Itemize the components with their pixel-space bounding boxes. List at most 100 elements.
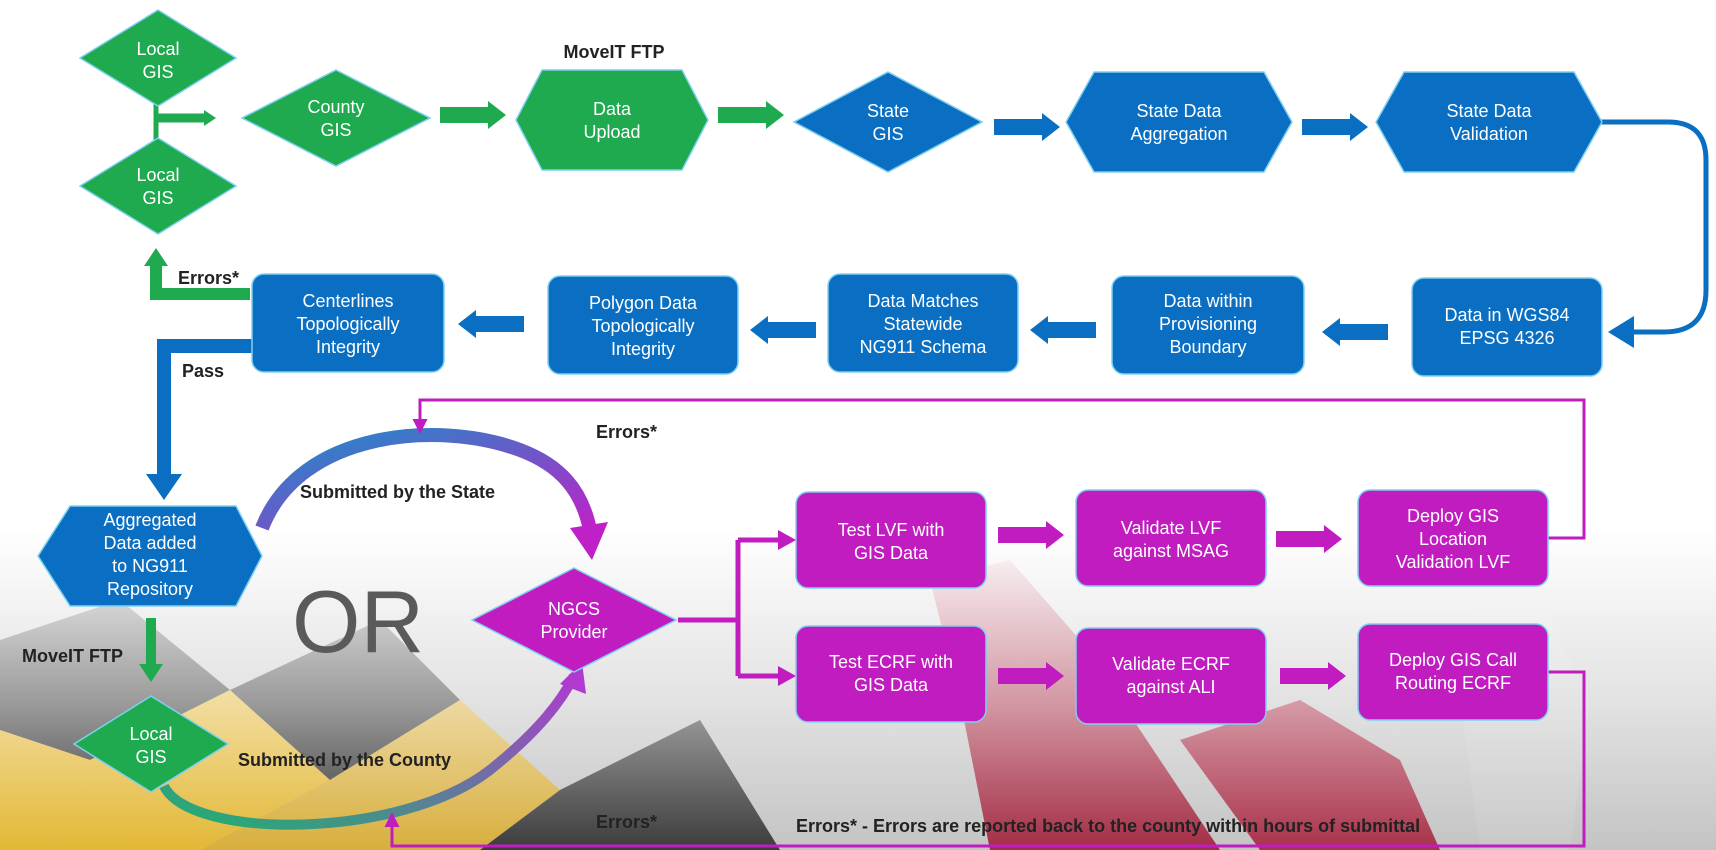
node-line: GIS xyxy=(320,120,351,140)
node-line: GIS xyxy=(142,62,173,82)
labels: MoveIT FTP Errors* Pass Errors* Submitte… xyxy=(22,42,1420,836)
node-line: Centerlines xyxy=(302,291,393,311)
errors-mid-label: Errors* xyxy=(596,422,657,442)
errors-loop-lvf xyxy=(412,398,1586,540)
node-line: Local xyxy=(136,39,179,59)
arrow-state-to-aggregation xyxy=(994,113,1060,141)
node-line: NGCS xyxy=(548,599,600,619)
submitted-by-state-label: Submitted by the State xyxy=(300,482,495,502)
node-line: Aggregated xyxy=(103,510,196,530)
node-line: against ALI xyxy=(1126,677,1215,697)
arrow-test-lvf-to-validate xyxy=(998,521,1064,549)
arrow-polygon-to-centerlines xyxy=(458,310,524,338)
node-line: Statewide xyxy=(883,314,962,334)
node-validate-lvf: Validate LVF against MSAG xyxy=(1075,489,1267,587)
node-line: County xyxy=(307,97,364,117)
node-line: against MSAG xyxy=(1113,541,1229,561)
node-line: Polygon Data xyxy=(589,293,698,313)
node-line: Deploy GIS xyxy=(1407,506,1499,526)
node-line: Data in WGS84 xyxy=(1444,305,1569,325)
node-line: Data Matches xyxy=(867,291,978,311)
footnote-label: Errors* - Errors are reported back to th… xyxy=(796,816,1420,836)
node-ngcs-provider: NGCS Provider xyxy=(470,567,678,673)
node-line: Data within xyxy=(1163,291,1252,311)
arrow-validate-lvf-to-deploy xyxy=(1276,525,1342,553)
node-line: State xyxy=(867,101,909,121)
or-label: OR xyxy=(292,572,424,671)
arrow-validate-ecrf-to-deploy xyxy=(1280,662,1346,690)
node-line: GIS xyxy=(142,188,173,208)
node-line: Routing ECRF xyxy=(1395,673,1511,693)
node-line: State Data xyxy=(1446,101,1532,121)
node-line: GIS xyxy=(872,124,903,144)
node-line: Location xyxy=(1419,529,1487,549)
node-line: Integrity xyxy=(316,337,380,357)
node-line: GIS xyxy=(135,747,166,767)
node-line: Provisioning xyxy=(1159,314,1257,334)
node-line: Topologically xyxy=(296,314,399,334)
node-line: Local xyxy=(129,724,172,744)
arrow-test-ecrf-to-validate xyxy=(998,662,1064,690)
node-line: Aggregation xyxy=(1130,124,1227,144)
node-line: Validate LVF xyxy=(1121,518,1221,538)
moveit-ftp-top-label: MoveIT FTP xyxy=(563,42,664,62)
node-line: Provider xyxy=(540,622,607,642)
node-line: Test LVF with xyxy=(838,520,945,540)
arrow-pass-to-aggregated xyxy=(157,339,252,476)
arrow-upload-to-state xyxy=(718,101,784,129)
arrow-errors-to-local-gis xyxy=(150,262,250,300)
node-line: GIS Data xyxy=(854,543,929,563)
connectors xyxy=(139,98,1709,848)
node-line: Boundary xyxy=(1169,337,1246,357)
node-line: Data xyxy=(593,99,632,119)
moveit-ftp-bottom-label: MoveIT FTP xyxy=(22,646,123,666)
arrow-schema-to-polygon xyxy=(750,316,816,344)
node-line: NG911 Schema xyxy=(860,337,988,357)
errors-bottom-label: Errors* xyxy=(596,812,657,832)
arrow-wgs84-to-boundary xyxy=(1322,318,1388,346)
node-line: Repository xyxy=(107,579,193,599)
node-line: Validation LVF xyxy=(1396,552,1510,572)
submitted-by-county-label: Submitted by the County xyxy=(238,750,451,770)
arrow-boundary-to-schema xyxy=(1030,316,1096,344)
arc-submitted-by-county xyxy=(159,673,579,830)
arc-submitted-by-state xyxy=(255,428,597,532)
errors-loop-ecrf xyxy=(384,670,1586,848)
node-line: EPSG 4326 xyxy=(1459,328,1554,348)
